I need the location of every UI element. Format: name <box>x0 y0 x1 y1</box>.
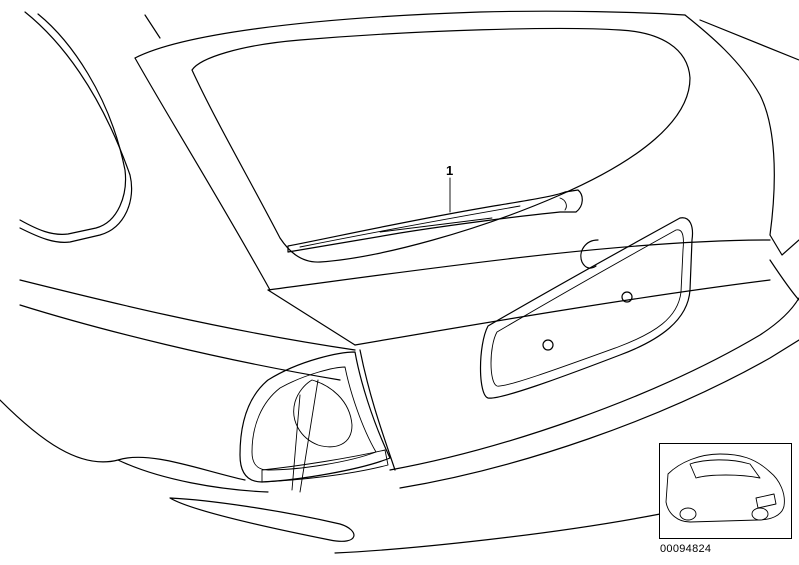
wiper-arm <box>287 189 583 253</box>
vehicle-location-thumbnail <box>659 443 792 539</box>
drawing-number: 00094824 <box>660 543 712 555</box>
car-silhouette <box>665 453 785 523</box>
callout-1: 1 <box>446 163 453 213</box>
license-plate-recess <box>479 217 694 399</box>
rear-window <box>191 27 691 263</box>
roof-edge <box>134 10 799 291</box>
body-side <box>0 279 681 554</box>
rear-bumper <box>359 297 799 489</box>
tail-light <box>239 351 391 493</box>
side-window <box>19 11 133 243</box>
trunk-lid <box>267 234 799 346</box>
callout-label: 1 <box>446 163 453 178</box>
